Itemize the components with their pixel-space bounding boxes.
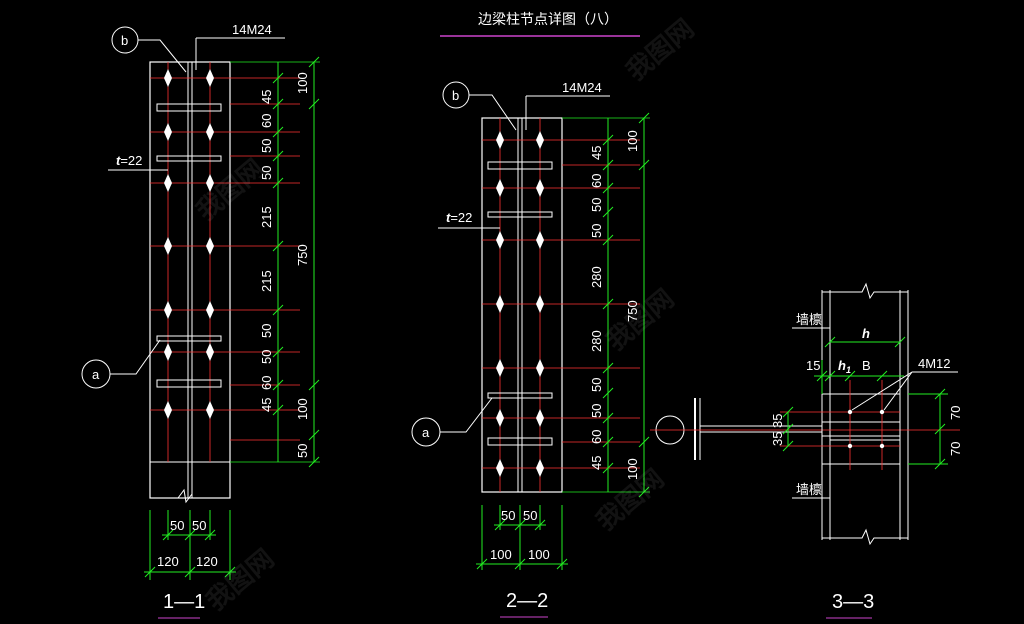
bolt-row-2-6	[482, 409, 640, 427]
dim-label: 215	[259, 206, 274, 228]
view-2-2: 45 60 50 50 280 280 50 50 60 45 100 750 …	[411, 80, 650, 618]
purlin-bottom-label: 墙檩	[796, 482, 822, 497]
dim-label: 50	[259, 166, 274, 180]
h-label: h	[862, 326, 870, 341]
dim-label: 100	[490, 547, 512, 562]
dim-label: 50	[259, 139, 274, 153]
callout-b-label: b	[452, 88, 459, 103]
dim-label: 60	[259, 114, 274, 128]
callout-a-label: a	[92, 367, 100, 382]
dim-label: 60	[259, 376, 274, 390]
bolt-row-2-4	[482, 295, 640, 313]
bolt-spec-label: 14M24	[562, 80, 602, 95]
dim-15-label: 15	[806, 358, 820, 373]
dim-label: 50	[589, 198, 604, 212]
view-3-3: h 15 h1 B 4M12 35 35 70 70 墙檩 墙檩	[650, 282, 963, 619]
dim-label: 100	[295, 398, 310, 420]
dim-label: 750	[295, 244, 310, 266]
dim-label: 70	[948, 442, 963, 456]
bolt-row-1-4	[150, 237, 300, 255]
bolt-row-1-3	[150, 174, 300, 192]
dim-label: 45	[589, 146, 604, 160]
view-1-1: 45 60 50 50 215 215 50 50 60 45 100 750 …	[81, 22, 320, 619]
bolt-row-2-2	[482, 179, 640, 197]
section-label-1: 1—1	[163, 591, 205, 613]
dim-label: 120	[157, 554, 179, 569]
dim-label: 100	[625, 458, 640, 480]
bolt-row-1-7	[150, 401, 300, 419]
section-label-2: 2—2	[506, 590, 548, 612]
dim-label: 50	[589, 224, 604, 238]
dim-label: 70	[948, 406, 963, 420]
bolt-row-1-5	[150, 301, 300, 319]
dim-label: 60	[589, 430, 604, 444]
dim-label: 50	[259, 324, 274, 338]
dim-label: 35	[770, 432, 785, 446]
bolt-row-1-1	[150, 69, 300, 87]
dim-label: 50	[501, 508, 515, 523]
dim-label: 50	[192, 518, 206, 533]
dims-1-right: 45 60 50 50 215 215 50 50 60 45 100 750 …	[259, 72, 310, 458]
dim-label: 50	[259, 350, 274, 364]
b-label: B	[862, 358, 871, 373]
dim-label: 45	[259, 398, 274, 412]
bolt-row-2-1	[482, 131, 640, 149]
dims-2-right: 45 60 50 50 280 280 50 50 60 45 100 750 …	[589, 130, 640, 480]
dim-label: 45	[259, 90, 274, 104]
plate-outline-1	[149, 61, 231, 499]
dim-label: 750	[625, 300, 640, 322]
dim-label: 50	[523, 508, 537, 523]
bolt-row-2-5	[482, 359, 640, 377]
dim-label: 45	[589, 456, 604, 470]
thickness-label: t=22	[446, 210, 472, 225]
bolt-row-1-2	[150, 123, 300, 141]
dim-label: 60	[589, 174, 604, 188]
dim-label: 50	[589, 378, 604, 392]
dim-label: 100	[625, 130, 640, 152]
drawing-title: 边梁柱节点详图（八）	[478, 11, 618, 27]
dim-label: 280	[589, 330, 604, 352]
bolt-row-2-7	[482, 459, 640, 477]
dim-label: 120	[196, 554, 218, 569]
end-plate-3	[821, 393, 901, 465]
bolt-row-2-3	[482, 231, 640, 249]
bolts-3	[847, 409, 885, 449]
dim-label: 50	[295, 444, 310, 458]
callout-a-label: a	[422, 425, 430, 440]
bolt-spec-label: 14M24	[232, 22, 272, 37]
section-label-3: 3—3	[832, 591, 874, 613]
dim-label: 100	[528, 547, 550, 562]
dim-label: 280	[589, 266, 604, 288]
dim-label: 35	[770, 414, 785, 428]
h1-label: h1	[838, 358, 851, 375]
bolt-row-1-6	[150, 343, 300, 361]
callout-b-label: b	[121, 33, 128, 48]
dim-label: 50	[589, 404, 604, 418]
purlin-top-label: 墙檩	[796, 312, 822, 327]
dim-label: 215	[259, 270, 274, 292]
bolt-spec-label-3: 4M12	[918, 356, 951, 371]
thickness-label: t=22	[116, 153, 142, 168]
dim-label: 50	[170, 518, 184, 533]
dim-label: 100	[295, 72, 310, 94]
